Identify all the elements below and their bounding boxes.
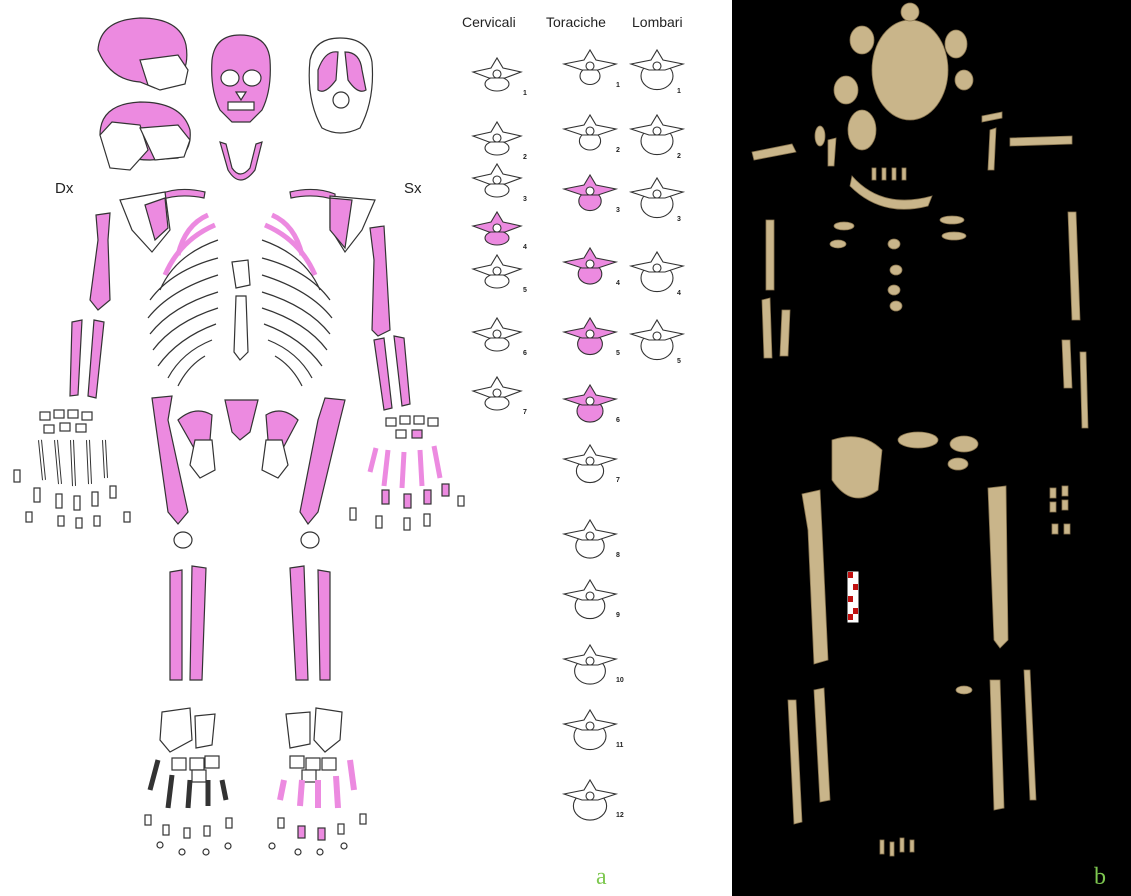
panel-label-b: b — [1094, 864, 1106, 891]
clavicle-left — [290, 189, 335, 200]
vertebra — [631, 50, 683, 90]
vertebra-number: 4 — [677, 290, 681, 297]
forearm-right-1 — [70, 320, 82, 396]
hand-right — [14, 410, 130, 528]
photo-pelvis — [832, 437, 882, 498]
skull-basal — [309, 38, 372, 133]
vertebra — [564, 50, 616, 85]
vertebra-number: 1 — [677, 88, 681, 95]
vertebra-number: 3 — [677, 216, 681, 223]
vertebra — [473, 164, 521, 197]
photo-femur-left — [988, 486, 1008, 648]
vertebra — [631, 178, 683, 218]
vertebra — [564, 580, 616, 619]
skull-lateral-top — [98, 18, 188, 90]
mandible — [220, 142, 262, 180]
vertebra-number: 5 — [523, 287, 527, 294]
humerus-right — [90, 213, 110, 310]
vertebra — [631, 252, 683, 292]
foot-left — [269, 708, 366, 855]
foot-right — [145, 708, 232, 855]
column-title-thoracic: Toraciche — [546, 14, 606, 30]
vertebra-number: 11 — [616, 742, 623, 749]
vertebra-number: 5 — [677, 358, 681, 365]
hand-left — [350, 416, 464, 530]
sacrum — [225, 400, 258, 440]
vertebra-number: 2 — [523, 154, 527, 161]
vertebra — [473, 255, 521, 288]
vertebra-number: 1 — [523, 90, 527, 97]
photo-femur-right — [802, 490, 828, 664]
vertebra-number: 12 — [616, 812, 624, 819]
vertebra — [564, 710, 616, 750]
skeleton-drawing — [0, 0, 735, 896]
vertebra — [564, 318, 616, 355]
side-label-right: Dx — [55, 180, 73, 197]
skull-lateral-bottom — [100, 102, 190, 170]
vertebra — [473, 212, 521, 245]
vertebra — [564, 445, 616, 483]
panel-label-a: a — [596, 864, 607, 891]
clavicle-right — [160, 189, 205, 200]
side-label-left: Sx — [404, 180, 422, 197]
tibia-right — [170, 570, 182, 680]
femur-left — [300, 398, 345, 524]
bone-photo-drawing — [732, 0, 1131, 896]
vertebra-number: 2 — [677, 153, 681, 160]
vertebra — [564, 115, 616, 150]
photo-mandible — [850, 176, 932, 209]
tibia-left — [290, 566, 308, 680]
forearm-left-1 — [374, 338, 392, 410]
vertebra-number: 1 — [616, 82, 620, 89]
vertebra-number: 8 — [616, 552, 620, 559]
vertebra — [564, 520, 616, 558]
vertebra — [564, 175, 616, 211]
vertebra-number: 2 — [616, 147, 620, 154]
vertebra-number: 3 — [523, 196, 527, 203]
vertebra-number: 4 — [523, 244, 527, 251]
skull-frontal — [212, 35, 271, 122]
column-title-cervical: Cervicali — [462, 14, 516, 30]
vertebra — [631, 115, 683, 155]
vertebra — [564, 385, 616, 422]
vertebra-number: 6 — [523, 350, 527, 357]
vertebra — [564, 248, 616, 284]
vertebra-number: 6 — [616, 417, 620, 424]
vertebra-number: 10 — [616, 677, 624, 684]
vertebra-number: 9 — [616, 612, 620, 619]
vertebra-number: 7 — [616, 477, 620, 484]
vertebra-number: 3 — [616, 207, 620, 214]
vertebra — [473, 318, 521, 351]
vertebra-number: 5 — [616, 350, 620, 357]
excavation-photo: b — [732, 0, 1131, 896]
vertebra — [631, 320, 683, 360]
column-title-lumbar: Lombari — [632, 14, 683, 30]
femur-right — [152, 396, 188, 524]
vertebra — [564, 780, 616, 820]
sternum — [232, 260, 250, 288]
vertebrae-chart — [473, 50, 683, 820]
vertebra — [473, 58, 521, 91]
humerus-left — [370, 226, 390, 336]
vertebra — [473, 377, 521, 410]
vertebra-number: 4 — [616, 280, 620, 287]
scale-bar — [848, 572, 858, 622]
vertebra — [564, 645, 616, 684]
vertebra — [473, 122, 521, 155]
vertebra-number: 7 — [523, 409, 527, 416]
photo-skull — [872, 20, 948, 120]
